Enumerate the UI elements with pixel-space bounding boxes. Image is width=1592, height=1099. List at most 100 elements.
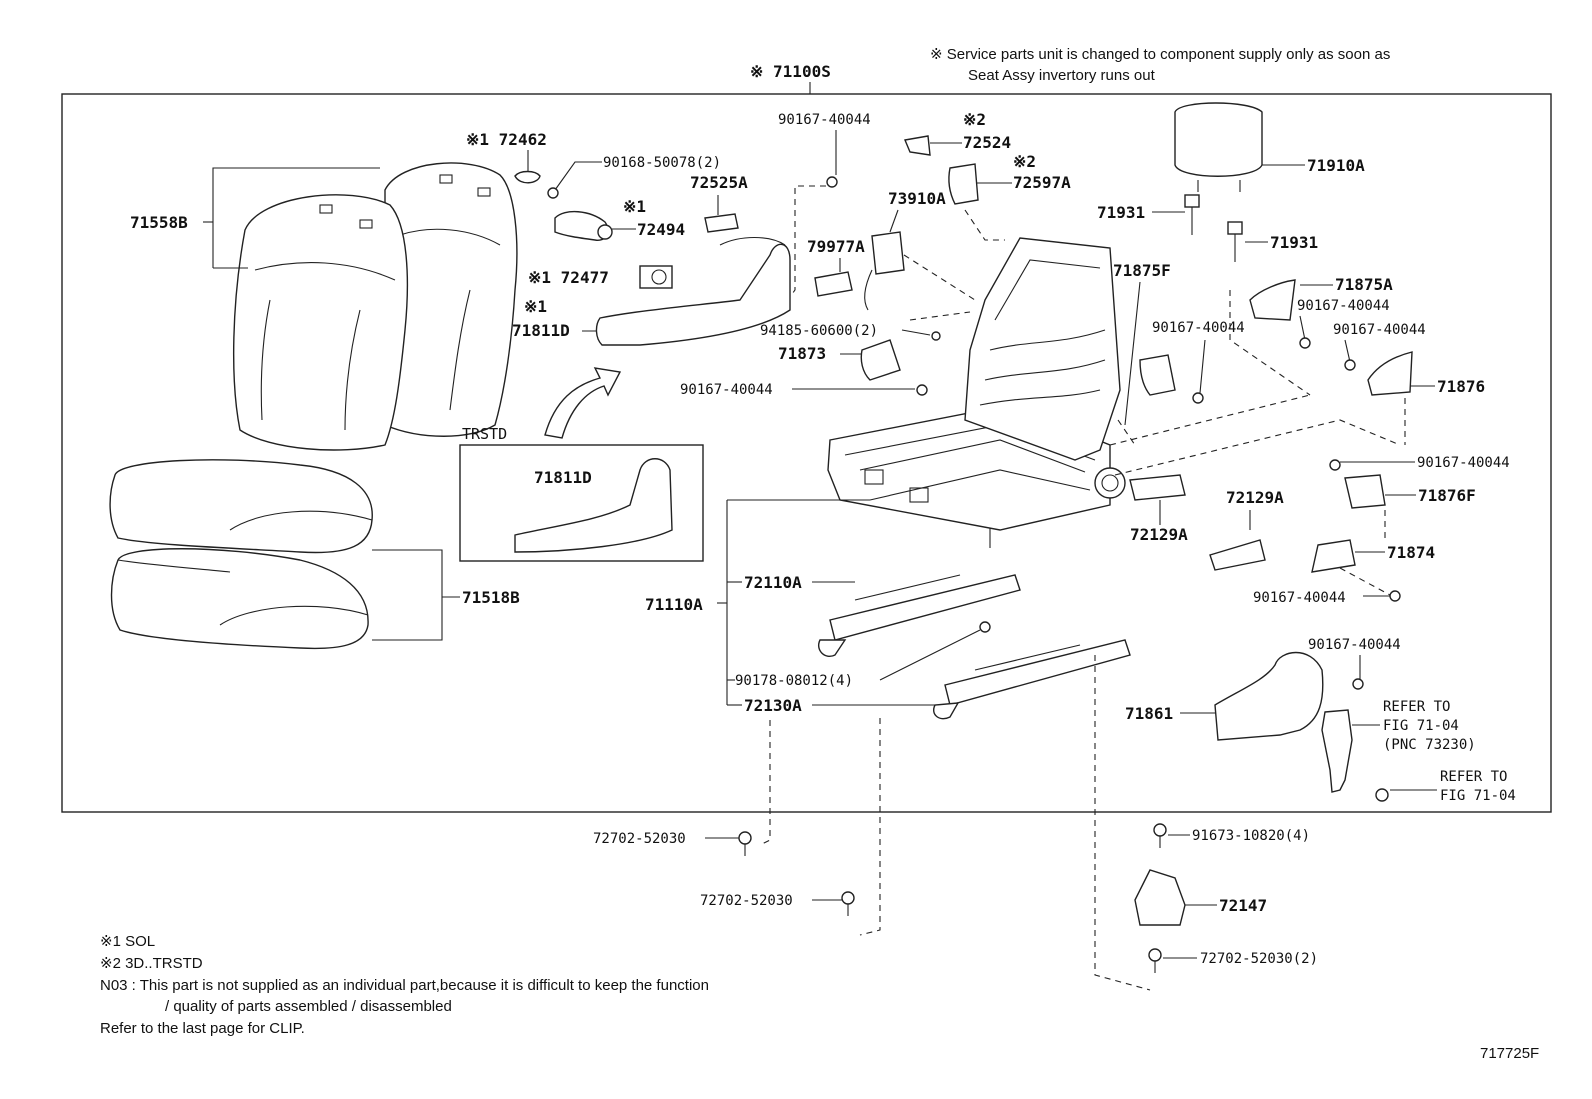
label-90167-r5[interactable]: 90167-40044 <box>1308 637 1401 653</box>
trstd-arrow <box>544 367 622 439</box>
trstd-label: TRSTD <box>462 425 507 443</box>
label-71811d-trstd[interactable]: 71811D <box>534 468 592 487</box>
seatbelt-buckle <box>1321 709 1353 793</box>
refer2-line1[interactable]: REFER TO <box>1440 769 1507 785</box>
label-71811d-mark[interactable]: ※1 <box>524 297 547 316</box>
part-79977a <box>814 271 853 297</box>
part-72702-c-bolt <box>1148 948 1162 962</box>
label-90167-r3[interactable]: 90167-40044 <box>1417 455 1510 471</box>
label-79977a[interactable]: 79977A <box>807 237 865 256</box>
label-72524-mark[interactable]: ※2 <box>963 110 986 129</box>
part-90167-r3-bolt <box>1329 459 1341 471</box>
label-71931-b[interactable]: 71931 <box>1270 233 1318 252</box>
part-71876f <box>1344 474 1386 509</box>
refer2-bolt <box>1375 788 1389 802</box>
label-73910a[interactable]: 73910A <box>888 189 946 208</box>
label-72702-b[interactable]: 72702-52030 <box>700 893 793 909</box>
label-72702-a[interactable]: 72702-52030 <box>593 831 686 847</box>
label-90167-mid[interactable]: 90167-40044 <box>680 382 773 398</box>
label-90168[interactable]: 90168-50078(2) <box>603 155 721 171</box>
label-90167-r2[interactable]: 90167-40044 <box>1333 322 1426 338</box>
label-71873[interactable]: 71873 <box>778 344 826 363</box>
n03-note-line1: N03 : This part is not supplied as an in… <box>100 977 709 994</box>
label-71861[interactable]: 71861 <box>1125 704 1173 723</box>
part-90167-r0-bolt <box>1192 392 1204 404</box>
seat-rail-upper <box>818 574 1021 657</box>
part-72129a-b <box>1209 539 1266 571</box>
part-72462 <box>514 170 541 184</box>
figure-code: 717725F <box>1480 1045 1539 1062</box>
part-72129a-a <box>1129 474 1186 501</box>
label-72525a[interactable]: 72525A <box>690 173 748 192</box>
refer2-line2[interactable]: FIG 71-04 <box>1440 788 1516 804</box>
label-72462[interactable]: ※1 72462 <box>466 130 547 149</box>
part-71861 <box>1214 651 1324 741</box>
part-72702-b-bolt <box>841 891 855 905</box>
label-71875a[interactable]: 71875A <box>1335 275 1393 294</box>
part-90167-r1-bolt <box>1299 337 1311 349</box>
seat-rail-lower <box>933 639 1131 720</box>
label-71110a[interactable]: 71110A <box>645 595 703 614</box>
part-72147 <box>1134 869 1186 926</box>
label-72130a[interactable]: 72130A <box>744 696 802 715</box>
label-91673[interactable]: 91673-10820(4) <box>1192 828 1310 844</box>
part-71811d-trstd <box>514 458 673 553</box>
label-72129a-b[interactable]: 72129A <box>1226 488 1284 507</box>
label-71931-a[interactable]: 71931 <box>1097 203 1145 222</box>
legend-2: ※2 3D..TRSTD <box>100 955 203 972</box>
label-71874[interactable]: 71874 <box>1387 543 1435 562</box>
seat-cushion-cover-drawing <box>109 459 373 650</box>
part-71875f <box>1139 354 1176 396</box>
part-71910a-headrest <box>1174 102 1263 177</box>
label-72524[interactable]: 72524 <box>963 133 1011 152</box>
trstd-inset-box <box>459 444 704 562</box>
part-72597a <box>948 163 979 205</box>
refer1-line3[interactable]: (PNC 73230) <box>1383 737 1476 753</box>
part-71875a <box>1249 279 1296 321</box>
label-72129a-a[interactable]: 72129A <box>1130 525 1188 544</box>
label-72597a-mark[interactable]: ※2 <box>1013 152 1036 171</box>
part-90167-r5-bolt <box>1352 678 1364 690</box>
part-71931-a <box>1184 194 1200 208</box>
part-73910a <box>871 231 905 275</box>
part-71811d <box>595 243 791 346</box>
label-90167-r0[interactable]: 90167-40044 <box>1152 320 1245 336</box>
part-72525a <box>704 213 739 233</box>
part-72702-a-bolt <box>738 831 752 845</box>
refer1-line1[interactable]: REFER TO <box>1383 699 1450 715</box>
label-94185[interactable]: 94185-60600(2) <box>760 323 878 339</box>
part-71931-b <box>1227 221 1243 235</box>
label-71876[interactable]: 71876 <box>1437 377 1485 396</box>
label-71875f[interactable]: 71875F <box>1113 261 1171 280</box>
label-72110a[interactable]: 72110A <box>744 573 802 592</box>
label-71558b[interactable]: 71558B <box>130 213 188 232</box>
label-90167-r4[interactable]: 90167-40044 <box>1253 590 1346 606</box>
label-72147[interactable]: 72147 <box>1219 896 1267 915</box>
n03-note-line2: / quality of parts assembled / disassemb… <box>165 998 452 1015</box>
label-71876f[interactable]: 71876F <box>1418 486 1476 505</box>
seat-frame-drawing <box>827 237 1126 548</box>
label-90167-r1[interactable]: 90167-40044 <box>1297 298 1390 314</box>
label-71811d[interactable]: 71811D <box>512 321 570 340</box>
service-note-line2: Seat Assy invertory runs out <box>968 67 1156 84</box>
label-72494[interactable]: 72494 <box>637 220 685 239</box>
label-71910a[interactable]: 71910A <box>1307 156 1365 175</box>
seat-back-cover-drawing <box>232 162 518 451</box>
label-72702-c[interactable]: 72702-52030(2) <box>1200 951 1318 967</box>
label-72494-mark[interactable]: ※1 <box>623 197 646 216</box>
part-90168-bolt <box>547 187 559 199</box>
label-71518b[interactable]: 71518B <box>462 588 520 607</box>
assembly-label[interactable]: ※ 71100S <box>750 62 831 81</box>
refer1-line2[interactable]: FIG 71-04 <box>1383 718 1459 734</box>
label-90167-top[interactable]: 90167-40044 <box>778 112 871 128</box>
part-91673-bolt <box>1153 823 1167 837</box>
legend-1: ※1 SOL <box>100 933 155 950</box>
label-90178[interactable]: 90178-08012(4) <box>735 673 853 689</box>
part-90167-top-bolt <box>826 176 838 188</box>
clip-note: Refer to the last page for CLIP. <box>100 1020 305 1037</box>
diagram-frame <box>61 93 1552 813</box>
label-72477[interactable]: ※1 72477 <box>528 268 609 287</box>
service-note-line1: ※ Service parts unit is changed to compo… <box>930 46 1390 63</box>
label-72597a[interactable]: 72597A <box>1013 173 1071 192</box>
